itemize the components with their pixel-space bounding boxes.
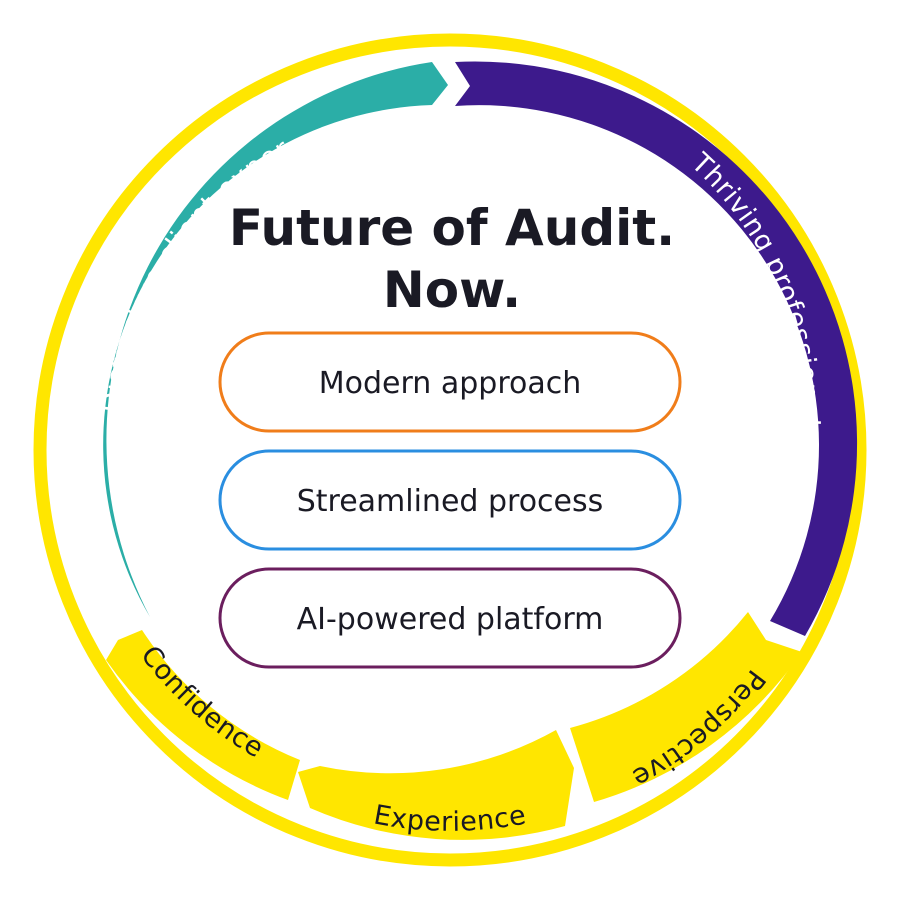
- pillar-ai-powered-platform: AI-powered platform: [218, 567, 682, 669]
- title-line-1: Future of Audit.: [229, 199, 675, 257]
- outer-ring: [33, 33, 867, 867]
- segment-confidence: [106, 630, 300, 800]
- segment-thriving-professionals: [455, 61, 858, 637]
- pillar-ai-powered-platform-outline: [218, 567, 682, 669]
- pillar-ai-powered-platform-label: AI-powered platform: [297, 602, 604, 637]
- segment-perspective: [570, 612, 802, 802]
- segment-experience: [298, 730, 574, 840]
- pillar-streamlined-process-outline: [218, 449, 682, 551]
- pillar-streamlined-process: Streamlined process: [218, 449, 682, 551]
- pillar-modern-approach: Modern approach: [218, 331, 682, 433]
- pillar-modern-approach-outline: [218, 331, 682, 433]
- title-line-2: Now.: [383, 261, 521, 319]
- pillar-modern-approach-label: Modern approach: [319, 366, 582, 401]
- pillar-streamlined-process-label: Streamlined process: [297, 484, 604, 519]
